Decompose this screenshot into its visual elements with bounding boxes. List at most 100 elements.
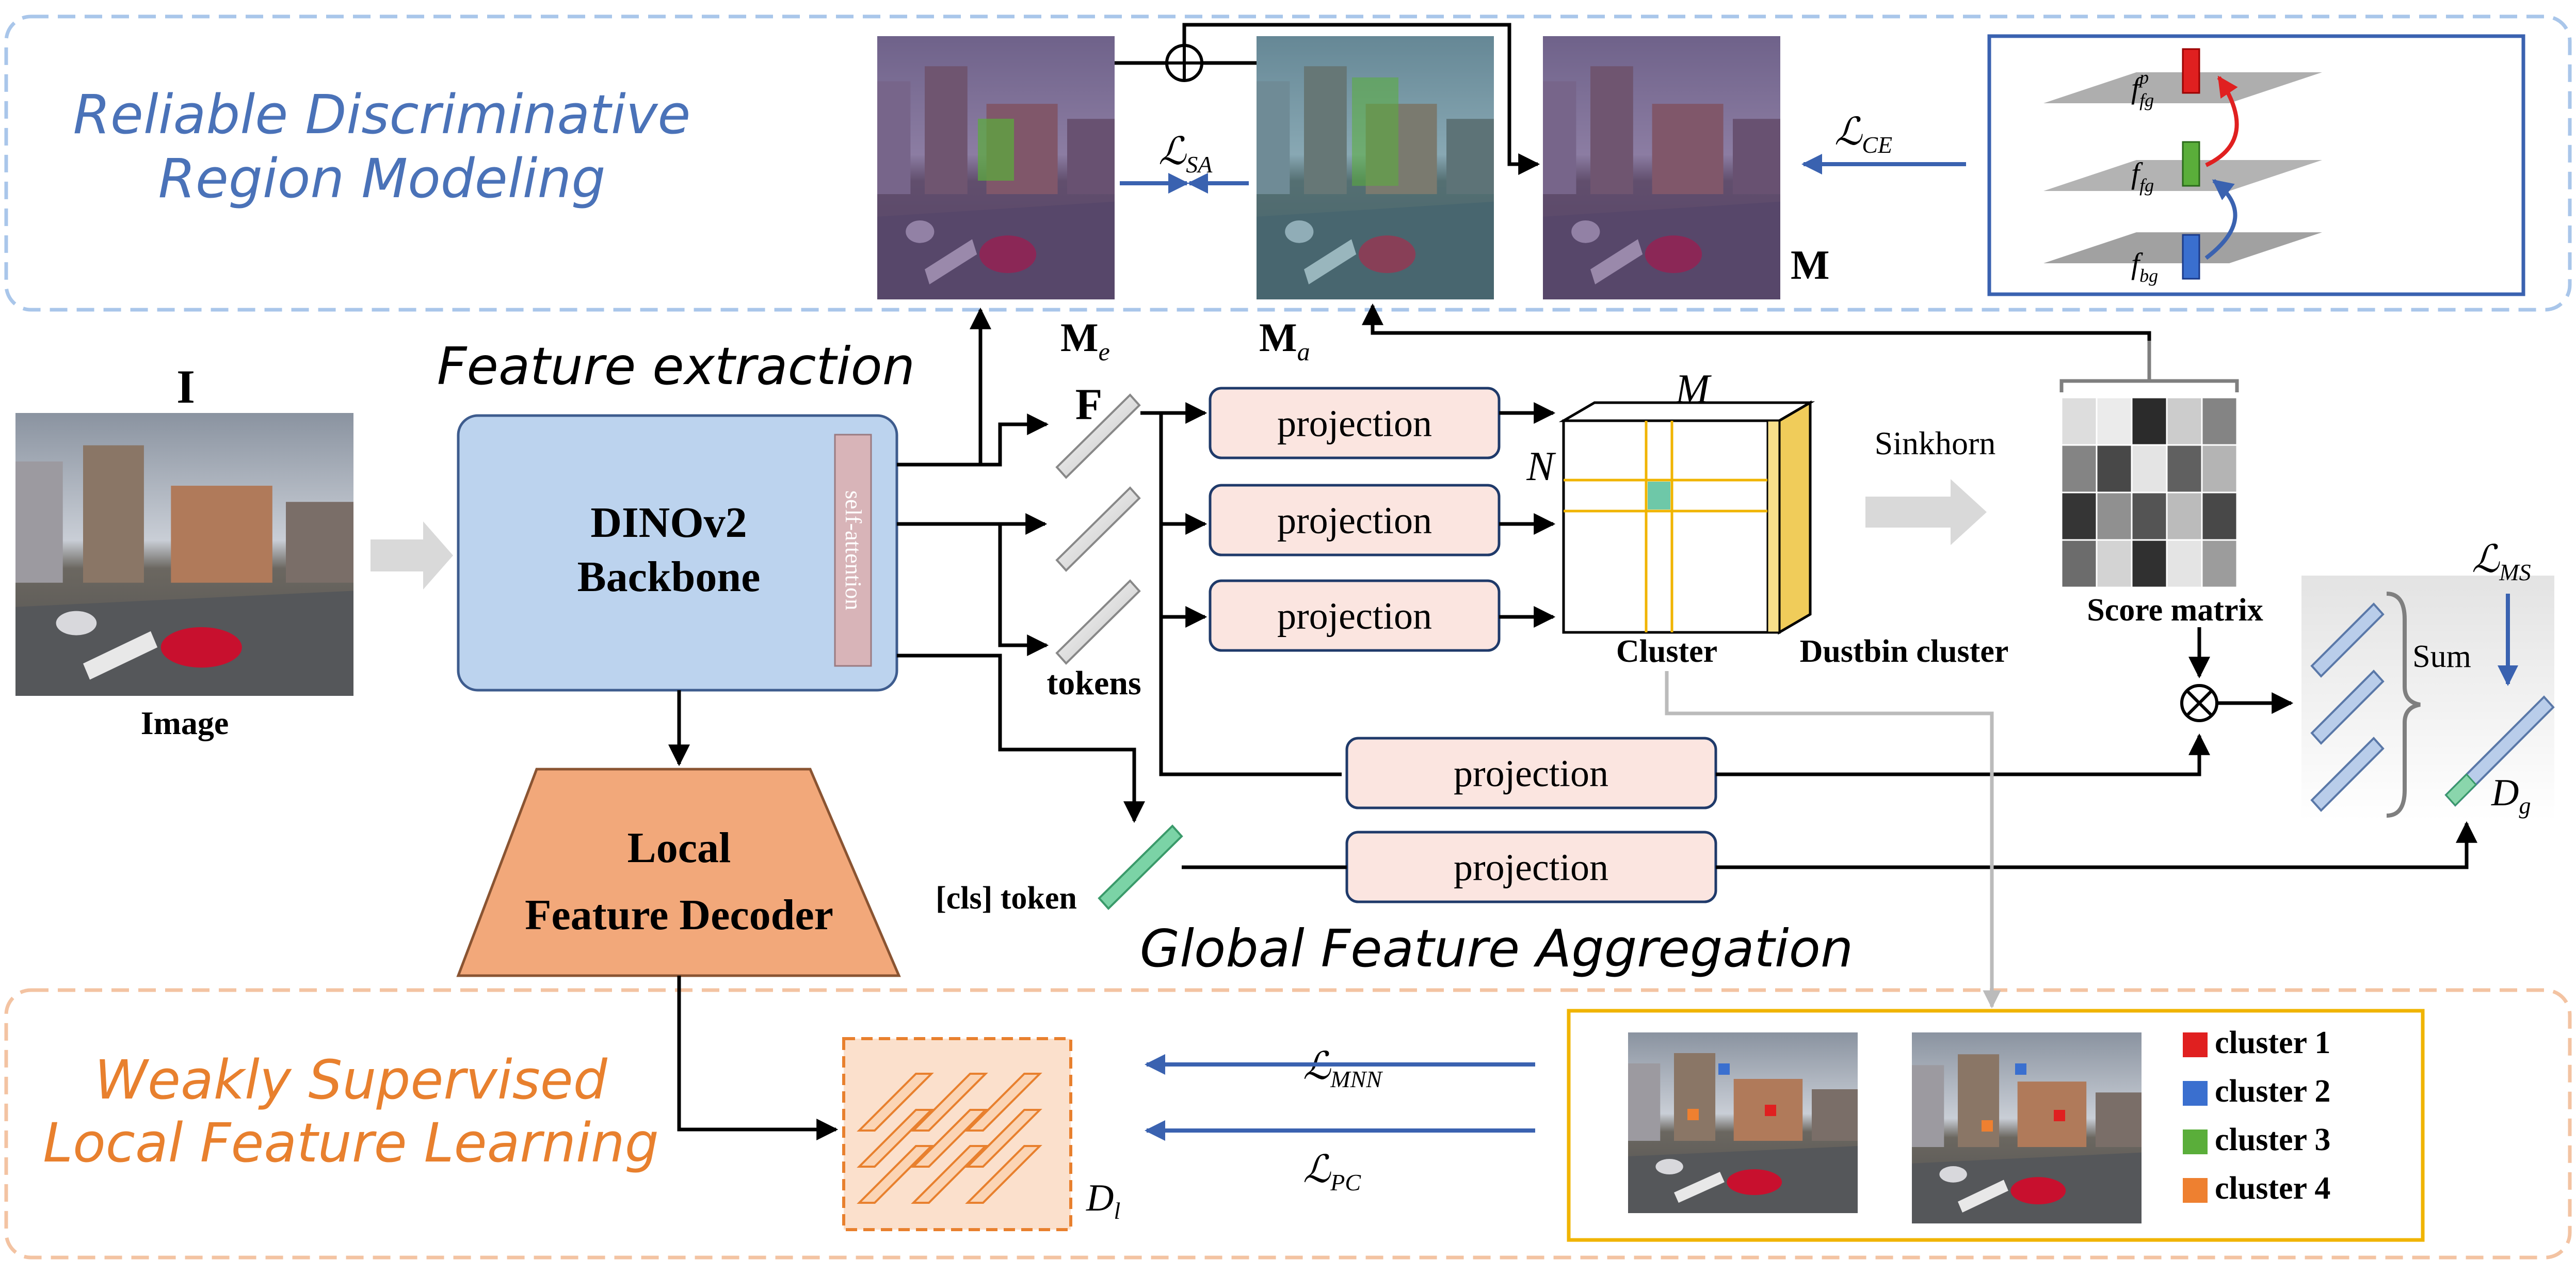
proj5-to-dg-arrow — [1716, 821, 2477, 869]
input-caption: Image — [141, 705, 229, 741]
fg-top-token — [2182, 48, 2200, 94]
score-cell — [2201, 444, 2238, 494]
decoder-label-1: Local — [627, 824, 731, 872]
score-cell — [2060, 396, 2098, 446]
projection-label-5: projection — [1454, 847, 1608, 889]
score-cell — [2131, 491, 2168, 541]
top-region-box — [4, 14, 2572, 312]
cluster-grid — [1564, 421, 1767, 632]
bottom-region-title-2: Local Feature Learning — [43, 1111, 659, 1174]
score-cell — [2131, 539, 2168, 588]
vector-bar — [2310, 670, 2385, 745]
self-attention-block — [834, 434, 872, 667]
bottom-region-title-1: Weakly Supervised — [94, 1048, 608, 1111]
projection-label-1: projection — [1277, 403, 1432, 445]
score-cell — [2060, 539, 2098, 588]
cls-token-bar — [1098, 824, 1183, 910]
legend-label: cluster 3 — [2215, 1122, 2330, 1157]
projection-label-2: projection — [1277, 500, 1432, 542]
local-descriptor-grid — [857, 1073, 1042, 1204]
dg-highlight — [2444, 773, 2477, 807]
score-cell — [2201, 539, 2238, 588]
local-descriptor-bar — [965, 1145, 1042, 1204]
cluster-top-face — [1558, 401, 1815, 422]
projection-box-1 — [1209, 387, 1501, 459]
dg-label: Dg — [2491, 772, 2531, 819]
map-m — [1543, 36, 1780, 299]
local-descriptor-bar — [911, 1073, 988, 1132]
me-label: Me — [1060, 315, 1110, 366]
score-cell — [2060, 444, 2098, 494]
decoder-to-dl-arrow — [677, 976, 839, 1140]
score-cell — [2166, 396, 2203, 446]
bg-push-arrow — [2204, 179, 2237, 260]
token-bar — [1055, 393, 1141, 479]
projection-box-2 — [1209, 484, 1501, 556]
backbone-label-2: Backbone — [577, 553, 761, 601]
plus-to-m-arrow — [1182, 23, 1540, 175]
cluster-highlight-cell — [1648, 482, 1670, 510]
feature-extraction-heading: Feature extraction — [437, 336, 915, 396]
backbone-label-1: DINOv2 — [590, 499, 747, 547]
vector-bar — [2310, 737, 2385, 812]
score-cell — [2166, 539, 2203, 588]
score-cell — [2201, 491, 2238, 541]
local-descriptor-bar — [911, 1145, 988, 1204]
score-cell — [2131, 396, 2168, 446]
sum-label: Sum — [2412, 639, 2471, 674]
tokens-label: tokens — [1046, 664, 1141, 702]
legend-label: cluster 2 — [2215, 1074, 2330, 1109]
fg-pull-arrow — [2205, 75, 2239, 167]
local-descriptor-bar — [857, 1145, 934, 1204]
m-label: M — [1791, 243, 1830, 288]
cluster-image-1 — [1628, 1032, 1858, 1213]
tokens-symbol: F — [1075, 379, 1103, 429]
score-cell — [2201, 396, 2238, 446]
loss-ms-label: ℒMS — [2472, 538, 2531, 585]
bottom-region-box — [4, 988, 2572, 1260]
top-region-title-2: Region Modeling — [158, 147, 606, 210]
legend-swatch — [2183, 1129, 2208, 1154]
cluster-image-2 — [1912, 1032, 2142, 1223]
score-matrix — [2060, 396, 2238, 588]
input-arrow — [371, 521, 453, 590]
global-aggregation-heading: Global Feature Aggregation — [1140, 918, 1853, 979]
map-me — [877, 36, 1115, 299]
local-descriptor-bar — [857, 1073, 934, 1132]
local-descriptor-bar — [857, 1109, 934, 1168]
token-to-lower-projection — [1159, 413, 1342, 776]
cls-token-label: [cls] token — [936, 881, 1077, 916]
legend-swatch — [2183, 1178, 2208, 1203]
dl-label: Dl — [1086, 1177, 1120, 1224]
score-to-ma-arrow — [1362, 303, 2151, 341]
dustbin-side — [1778, 400, 1812, 635]
dustbin-caption: Dustbin cluster — [1800, 634, 2009, 669]
projection-label-3: projection — [1277, 595, 1432, 638]
cluster-to-legend-line — [1665, 671, 2001, 1009]
score-cell — [2166, 444, 2203, 494]
projection-label-4: projection — [1454, 753, 1608, 795]
backbone-to-token3 — [998, 524, 1049, 656]
backbone-to-cls-arrow — [897, 654, 1145, 823]
fg-mid-label: ffg — [2131, 156, 2154, 196]
input-symbol: I — [176, 360, 195, 413]
loss-pc-label: ℒPC — [1303, 1149, 1361, 1196]
legend-swatch — [2183, 1032, 2208, 1057]
sinkhorn-label: Sinkhorn — [1875, 425, 1996, 462]
token-bar — [1055, 579, 1141, 665]
local-descriptor-bar — [911, 1109, 988, 1168]
legend-label: cluster 4 — [2215, 1171, 2330, 1206]
vector-bar — [2310, 602, 2385, 678]
local-descriptor-bar — [965, 1109, 1042, 1168]
top-region-title-1: Reliable Discriminative — [73, 83, 691, 146]
loss-sa-label: ℒSA — [1158, 131, 1213, 178]
local-feature-decoder — [456, 768, 901, 977]
score-matrix-caption: Score matrix — [2087, 593, 2263, 628]
proj4-to-multiply-arrow — [1716, 733, 2210, 776]
aggregated-vectors — [2310, 602, 2385, 812]
fg-mid-token — [2182, 141, 2200, 187]
